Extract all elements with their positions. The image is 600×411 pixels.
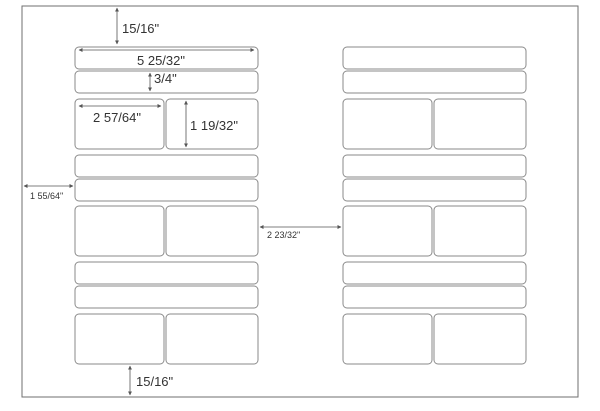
label-half[interactable] [433,205,527,257]
label-half[interactable] [74,205,165,257]
full-label-height-label: 3/4" [154,71,177,86]
label-half[interactable] [342,98,433,150]
label-half[interactable] [165,313,259,365]
full-label-width-label: 5 25/32" [137,53,185,68]
label-full-strip[interactable] [342,261,527,285]
label-full-strip[interactable] [74,70,259,94]
label-full-strip[interactable] [342,70,527,94]
label-full-strip[interactable] [74,285,259,309]
column-gap-label: 2 23/32" [267,230,301,240]
label-half[interactable] [433,98,527,150]
label-full-strip[interactable] [74,154,259,178]
half-label-width-label: 2 57/64" [93,110,141,125]
left-column [74,46,259,365]
label-full-strip[interactable] [342,178,527,202]
left-margin-label: 1 55/64" [30,191,64,201]
label-half[interactable] [165,205,259,257]
label-half[interactable] [74,98,165,150]
label-full-strip[interactable] [342,46,527,70]
label-full-strip[interactable] [74,178,259,202]
label-half[interactable] [342,205,433,257]
label-full-strip[interactable] [342,285,527,309]
label-half[interactable] [342,313,433,365]
dimension-lines [23,7,342,396]
label-half[interactable] [433,313,527,365]
label-half[interactable] [165,98,259,150]
label-half[interactable] [74,313,165,365]
bottom-margin-label: 15/16" [136,374,174,389]
label-full-strip[interactable] [74,261,259,285]
top-margin-label: 15/16" [122,21,160,36]
right-column [342,46,527,365]
label-full-strip[interactable] [342,154,527,178]
label-full-strip[interactable] [74,46,259,70]
half-label-height-label: 1 19/32" [190,118,238,133]
